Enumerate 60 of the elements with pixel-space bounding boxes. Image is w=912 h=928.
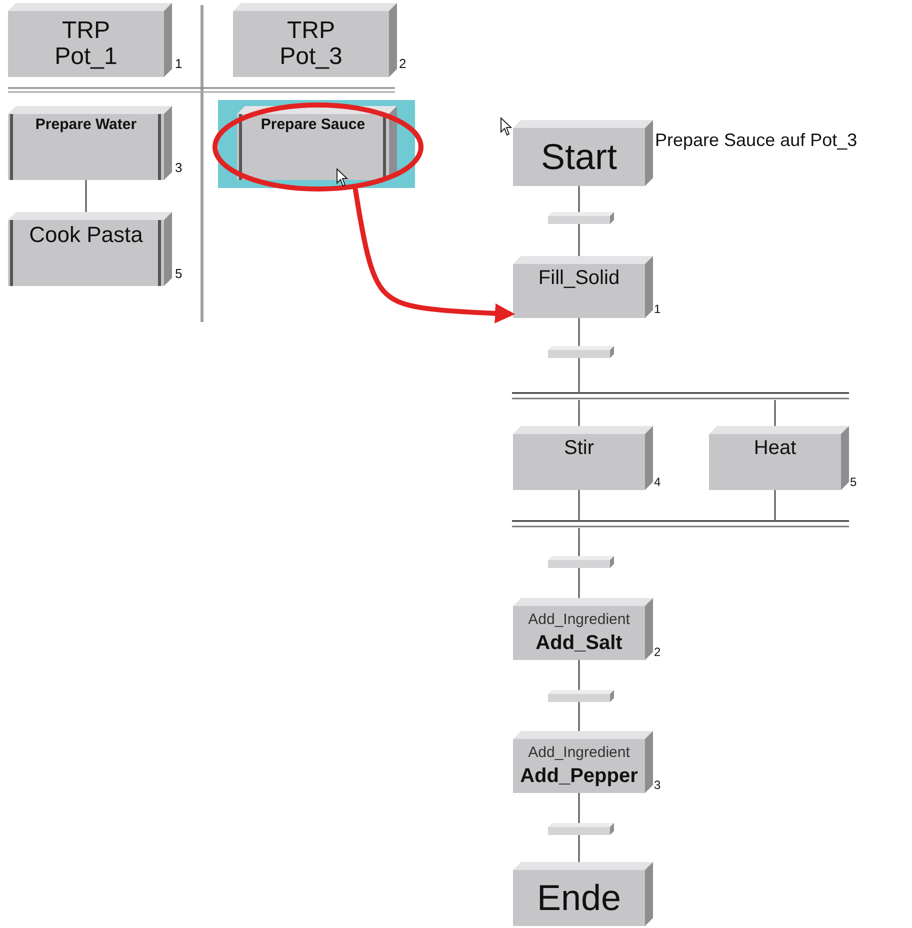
step-label: Cook Pasta xyxy=(29,223,143,248)
transition-bar xyxy=(548,212,614,224)
connector-line xyxy=(578,490,580,520)
connector-line xyxy=(578,528,580,556)
connector-line xyxy=(578,318,580,346)
connector-line xyxy=(578,224,580,256)
step-label: Add_Salt xyxy=(536,632,622,654)
step-number: 5 xyxy=(850,475,857,489)
step-number: 3 xyxy=(175,160,182,175)
step-type-label: Add_Ingredient xyxy=(528,612,630,628)
connector-line xyxy=(578,702,580,731)
step-label: Prepare Water xyxy=(35,117,137,134)
step-number: 2 xyxy=(399,56,406,71)
start-step-box xyxy=(513,120,653,186)
step-type-label: Add_Ingredient xyxy=(528,744,630,762)
transition-bar xyxy=(548,346,614,358)
step-box xyxy=(8,212,172,286)
connector-line xyxy=(578,400,580,426)
step-label: Start xyxy=(540,137,618,177)
step-label: Ende xyxy=(536,878,622,918)
step-box xyxy=(237,106,397,180)
parallel-branch-bar xyxy=(512,520,849,528)
pot-header-box xyxy=(8,3,172,77)
transition-bar xyxy=(548,690,614,702)
step-caption: Prepare Sauce auf Pot_3 xyxy=(655,130,858,151)
pot-header-box xyxy=(233,3,397,77)
step-label: Add_Pepper xyxy=(520,765,638,788)
step-number: 5 xyxy=(175,266,182,281)
step-label: Heat xyxy=(754,437,796,459)
step-box xyxy=(513,731,653,793)
connector-line xyxy=(578,568,580,598)
step-box xyxy=(513,426,653,490)
connector-line xyxy=(578,793,580,823)
step-number: 1 xyxy=(175,56,182,71)
highlight-ellipse xyxy=(212,102,424,192)
step-label: TRP Pot_1 xyxy=(54,18,118,70)
step-label: TRP Pot_3 xyxy=(280,18,342,70)
step-label: Prepare Sauce xyxy=(260,117,366,134)
connector-line xyxy=(578,186,580,212)
connector-line xyxy=(578,835,580,862)
connector-line xyxy=(578,358,580,392)
connector-line xyxy=(774,400,776,426)
step-number: 1 xyxy=(654,302,661,316)
arrow xyxy=(352,186,515,324)
transition-bar xyxy=(548,556,614,568)
step-label: Stir xyxy=(564,437,594,459)
step-box xyxy=(709,426,849,490)
step-box xyxy=(513,598,653,660)
connector-line xyxy=(85,180,87,212)
parallel-branch-bar xyxy=(512,392,849,400)
transition-bar xyxy=(548,823,614,835)
step-label: Fill_Solid xyxy=(538,267,620,289)
connector-line xyxy=(774,490,776,520)
step-number: 3 xyxy=(654,778,661,792)
end-step-box xyxy=(513,862,653,926)
step-box xyxy=(8,106,172,180)
step-number: 2 xyxy=(654,645,661,659)
step-box xyxy=(513,256,653,318)
connector-line xyxy=(578,660,580,690)
step-number: 4 xyxy=(654,475,661,489)
